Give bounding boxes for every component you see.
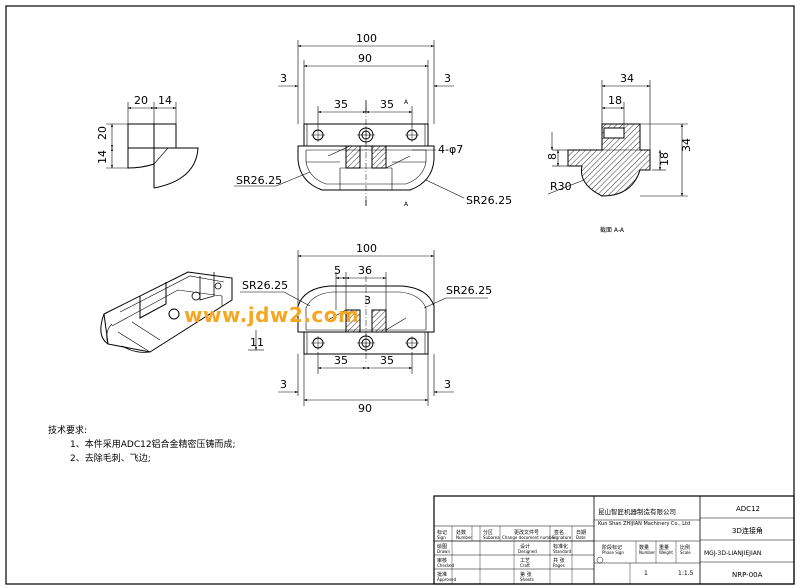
tb-h-sign-en: Signature: [552, 535, 572, 540]
tb-r-weight: 重量: [659, 544, 669, 551]
tb-drawing-no: MGJ-3D-LIANJIEJIAN: [704, 550, 761, 557]
notes-title: 技术要求:: [48, 426, 88, 436]
bottom-inner-dim: 90: [358, 402, 372, 415]
tb-r-scale-en: Scale: [680, 550, 691, 555]
front-holes: [311, 126, 419, 144]
sec-h-total: 34: [680, 138, 693, 152]
front-left-gap: 3: [280, 72, 287, 85]
sheet-border: [5, 5, 795, 585]
bottom-right-gap: 3: [444, 378, 451, 391]
tb-r-sheet-en: Sheets: [520, 577, 534, 582]
radius-right: SR26.25: [466, 194, 512, 207]
tb-r-weight-en: Weight: [659, 550, 673, 555]
sec-inner: 18: [608, 94, 622, 107]
front-right-gap: 3: [444, 72, 451, 85]
front-view: [297, 100, 435, 206]
tb-code: NRP-00A: [732, 571, 763, 579]
bottom-dim-5: 5: [334, 264, 341, 277]
tb-h-sign: 签名: [554, 529, 564, 536]
tb-scale-val: 1:1.5: [678, 570, 694, 577]
tb-h-mark: 标记: [437, 529, 447, 536]
front-hole-right: 35: [380, 98, 394, 111]
bottom-left-gap: 3: [280, 378, 287, 391]
bottom-radius-right: SR26.25: [446, 284, 492, 297]
side-h2: 14: [96, 150, 109, 164]
sec-w: 34: [620, 72, 634, 85]
tb-r-std: 标准化: [553, 543, 568, 550]
front-dimensions: [234, 40, 465, 199]
tb-h-count-en: Number: [456, 535, 472, 540]
bottom-dim-36: 36: [358, 264, 372, 277]
tb-r-qty: 数量: [639, 544, 649, 551]
sec-radius: R30: [550, 180, 572, 193]
sec-h-mid: 18: [658, 152, 671, 166]
tb-h-change: 更改文件号: [514, 529, 539, 536]
sec-h-small: 8: [546, 153, 559, 160]
bottom-hole-right: 35: [380, 354, 394, 367]
tb-r-check: 审核: [437, 557, 447, 564]
tb-r-approve: 批准: [437, 571, 447, 578]
notes-item-2: 2、去除毛刺、飞边;: [70, 454, 151, 464]
tb-r-stage: 阶段标记: [602, 544, 622, 551]
tb-part-name: 3D连接角: [732, 526, 763, 535]
tb-r-craft-en: Craft: [520, 563, 530, 568]
tb-r-approve-en: Approved: [437, 577, 457, 582]
tb-h-mark-en: Sign: [437, 535, 446, 540]
bottom-radius-left: SR26.25: [242, 279, 288, 292]
bottom-dim-3: 3: [364, 294, 371, 307]
tb-company-cn: 昆山智匠机器制造有限公司: [598, 507, 676, 516]
tb-r-page-en: Pages: [553, 563, 565, 568]
tb-h-count: 处数: [456, 529, 466, 536]
bottom-total-dim: 100: [356, 242, 377, 255]
tb-h-zone-en: Subarea: [483, 535, 500, 540]
tb-r-scale: 比例: [680, 544, 690, 551]
section-dimensions: [547, 80, 688, 197]
projection-symbol: [596, 556, 604, 564]
tb-r-std-en: Standard: [553, 549, 572, 554]
tb-r-design: 设计: [520, 543, 530, 550]
tb-material: ADC12: [736, 505, 760, 513]
isometric-view: [100, 271, 233, 353]
section-mark-bottom: A: [404, 201, 409, 208]
tb-r-page: 共 张: [553, 557, 565, 564]
tb-h-change-en: Change document number: [502, 535, 556, 540]
tb-h-date-en: Date: [576, 535, 586, 540]
bottom-dim-11: 11: [250, 336, 264, 349]
tb-r-qty-en: Number: [639, 550, 655, 555]
bottom-dimensions: [240, 250, 488, 406]
bottom-hole-left: 35: [334, 354, 348, 367]
tb-r-stage-en: Phase Sign: [602, 550, 624, 555]
section-view: [567, 123, 651, 197]
tb-r-draw-en: Drawn: [437, 549, 450, 554]
section-caption: 截面 A-A: [600, 226, 625, 234]
bottom-view: [297, 276, 435, 362]
side-view: [127, 123, 199, 189]
side-h1: 20: [96, 126, 109, 140]
notes-item-1: 1、本件采用ADC12铝合金精密压铸而成;: [70, 440, 236, 450]
tb-r-check-en: Checked: [437, 563, 455, 568]
tb-qty-val: 1: [644, 570, 648, 577]
side-w2: 14: [158, 94, 172, 107]
holes-dim: 4-φ7: [438, 143, 463, 156]
technical-notes: 技术要求: 1、本件采用ADC12铝合金精密压铸而成; 2、去除毛刺、飞边;: [48, 424, 236, 466]
radius-left: SR26.25: [236, 174, 282, 187]
side-dimensions: [106, 102, 177, 169]
tb-company-en: Kun Shan ZHIJIAN Machinery Co., Ltd: [598, 521, 690, 527]
front-hole-left: 35: [334, 98, 348, 111]
tb-r-sheet: 第 张: [520, 571, 532, 578]
tb-r-design-en: Designed: [518, 549, 537, 554]
tb-h-zone: 分区: [483, 529, 493, 536]
section-mark-top: A: [404, 99, 409, 106]
title-block: [433, 495, 795, 585]
side-w1: 20: [134, 94, 148, 107]
front-total-dim: 100: [356, 32, 377, 45]
tb-h-date: 日期: [576, 530, 586, 536]
tb-r-draw: 绘图: [437, 543, 447, 550]
tb-r-craft: 工艺: [520, 558, 530, 564]
front-inner-dim: 90: [358, 52, 372, 65]
watermark: www.jdw2.com: [184, 303, 360, 327]
